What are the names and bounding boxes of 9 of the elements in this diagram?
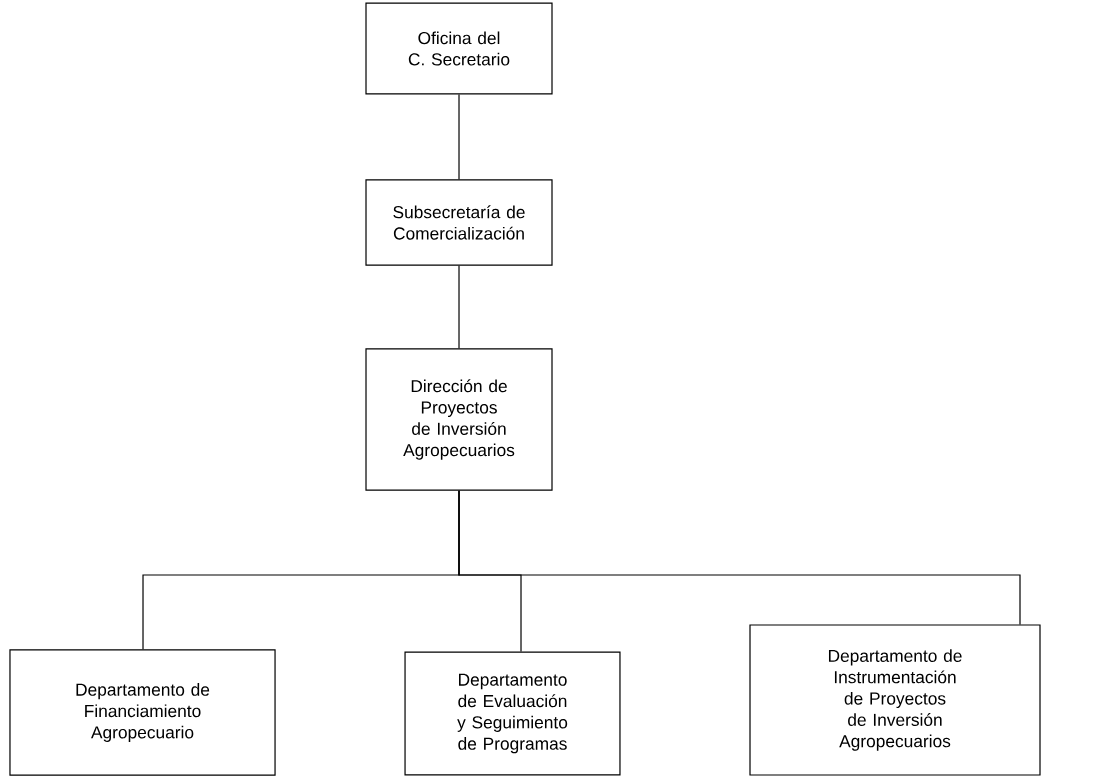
org-box: Departamento de Financiamiento Agropecuario [9,649,276,776]
org-box: Subsecretaría de Comercialización [365,179,553,266]
org-box: Departamento de Instrumentación de Proyectos de Inversión Agropecuarios [749,624,1041,776]
org-box: Oficina del C. Secretario [365,2,553,95]
org-box: Departamento de Evaluación y Seguimiento de Programas [404,651,621,776]
org-box: Dirección de Proyectos de Inversión Agropecuarios [365,348,553,491]
connector-line [458,490,1021,625]
connector-line [458,265,460,349]
connector-line [458,93,460,180]
